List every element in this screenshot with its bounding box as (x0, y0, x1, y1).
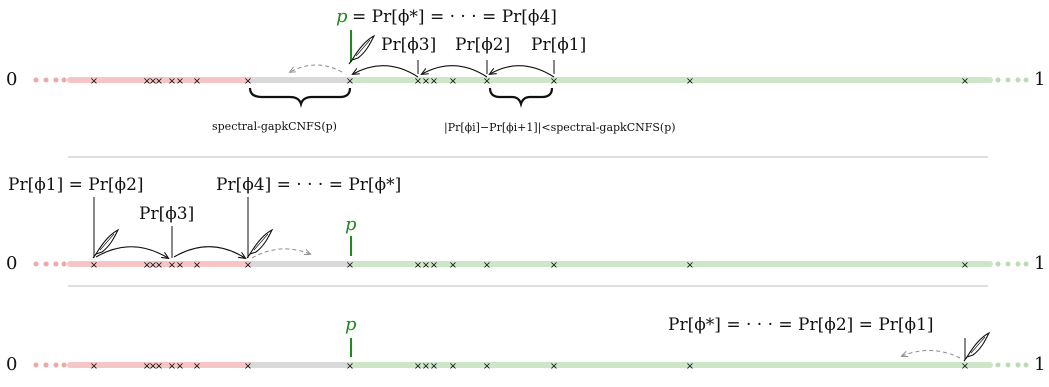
cross-mark-icon: × (244, 260, 252, 271)
cross-mark-icon: × (143, 361, 151, 372)
dots-right (995, 77, 1029, 83)
endpoint-right: 1 (1034, 253, 1045, 274)
cross-mark-icon: × (961, 361, 969, 372)
cross-mark-icon: × (346, 361, 354, 372)
cross-mark-icon: × (346, 76, 354, 87)
cross-mark-icon: × (422, 361, 430, 372)
panel-1: 0 1 × × × × × × × × × × × × × × × × × (6, 6, 1045, 135)
cross-mark-icon: × (176, 260, 184, 271)
arrow-phi3-to-phi4 (173, 246, 245, 258)
cross-mark-icon: × (686, 361, 694, 372)
endpoint-right: 1 (1034, 69, 1045, 90)
cross-mark-icon: × (193, 76, 201, 87)
label-right: Pr[ϕ4] = · · · = Pr[ϕ*] (216, 175, 401, 195)
cross-mark-icon: × (176, 76, 184, 87)
cross-mark-icon: × (244, 361, 252, 372)
panel-3: 0 1 × × × × × × × × × × × × × × × × × (6, 314, 1045, 375)
endpoint-left: 0 (6, 354, 17, 375)
arrow-phi2-to-phi3 (422, 65, 488, 78)
dashed-arrow-icon (290, 64, 343, 72)
cross-mark-icon: × (90, 361, 98, 372)
cross-mark-icon: × (149, 361, 157, 372)
cross-mark-icon: × (414, 260, 422, 271)
step-label-phi1: Pr[ϕ1] (531, 35, 586, 55)
dashed-arrow-icon (902, 350, 961, 359)
cross-marks: × × × × × × × × × × × × × × × × × (90, 260, 969, 271)
top-label: = Pr[ϕ*] = · · · = Pr[ϕ4] (352, 7, 557, 27)
curly-brace-icon (248, 87, 352, 108)
step-label-phi3: Pr[ϕ3] (381, 35, 436, 55)
label-right: Pr[ϕ*] = · · · = Pr[ϕ2] = Pr[ϕ1] (668, 315, 934, 335)
arrow-phi1-to-phi2 (490, 65, 555, 78)
p-label: p (345, 314, 357, 335)
arrow-phi1-to-phi3 (95, 246, 168, 258)
cross-mark-icon: × (168, 76, 176, 87)
dots-left (33, 261, 67, 267)
cross-marks: × × × × × × × × × × × × × × × × × (90, 76, 969, 87)
cross-mark-icon: × (149, 260, 157, 271)
panel-2: 0 1 × × × × × × × × × × × × × × × × × (6, 175, 1045, 274)
dots-left (33, 362, 67, 368)
cross-mark-icon: × (90, 260, 98, 271)
p-label: p (345, 214, 357, 235)
diff-label: |Pr[ϕi]−Pr[ϕi+1]|<spectral-gapkCNFS(p) (444, 121, 676, 135)
cross-mark-icon: × (422, 260, 430, 271)
cross-mark-icon: × (961, 76, 969, 87)
cross-mark-icon: × (422, 76, 430, 87)
endpoint-left: 0 (6, 69, 17, 90)
cross-mark-icon: × (143, 76, 151, 87)
cross-mark-icon: × (155, 361, 163, 372)
dashed-arrow-icon (251, 248, 310, 259)
curly-brace-icon (488, 87, 554, 108)
cross-mark-icon: × (414, 361, 422, 372)
cross-mark-icon: × (168, 260, 176, 271)
cross-mark-icon: × (483, 76, 491, 87)
endpoint-right: 1 (1034, 354, 1045, 375)
endpoint-left: 0 (6, 253, 17, 274)
cross-mark-icon: × (483, 260, 491, 271)
cross-mark-icon: × (90, 76, 98, 87)
quill-icon (92, 228, 120, 259)
arrow-phi3-to-p (353, 65, 419, 78)
cross-mark-icon: × (414, 76, 422, 87)
cross-mark-icon: × (143, 260, 151, 271)
quill-icon (246, 228, 274, 259)
cross-mark-icon: × (449, 361, 457, 372)
cross-mark-icon: × (155, 76, 163, 87)
cross-mark-icon: × (193, 361, 201, 372)
cross-mark-icon: × (686, 76, 694, 87)
cross-mark-icon: × (193, 260, 201, 271)
cross-mark-icon: × (550, 76, 558, 87)
cross-mark-icon: × (449, 76, 457, 87)
cross-mark-icon: × (155, 260, 163, 271)
dots-right (995, 362, 1029, 368)
p-label: p (336, 6, 348, 27)
cross-mark-icon: × (550, 361, 558, 372)
cross-mark-icon: × (483, 361, 491, 372)
cross-mark-icon: × (430, 260, 438, 271)
dots-left (33, 77, 67, 83)
quill-icon (348, 34, 376, 65)
cross-marks: × × × × × × × × × × × × × × × × × (90, 361, 969, 372)
cross-mark-icon: × (176, 361, 184, 372)
cross-mark-icon: × (686, 260, 694, 271)
cross-mark-icon: × (449, 260, 457, 271)
cross-mark-icon: × (346, 260, 354, 271)
cross-mark-icon: × (961, 260, 969, 271)
cross-mark-icon: × (430, 76, 438, 87)
cross-mark-icon: × (244, 76, 252, 87)
step-label-phi2: Pr[ϕ2] (455, 35, 510, 55)
cross-mark-icon: × (149, 76, 157, 87)
gap-label: spectral-gapkCNFS(p) (212, 120, 337, 133)
label-mid: Pr[ϕ3] (139, 204, 194, 224)
quill-icon (963, 331, 991, 362)
label-left: Pr[ϕ1] = Pr[ϕ2] (8, 175, 144, 195)
cross-mark-icon: × (168, 361, 176, 372)
dots-right (995, 261, 1029, 267)
cross-mark-icon: × (550, 260, 558, 271)
cross-mark-icon: × (430, 361, 438, 372)
